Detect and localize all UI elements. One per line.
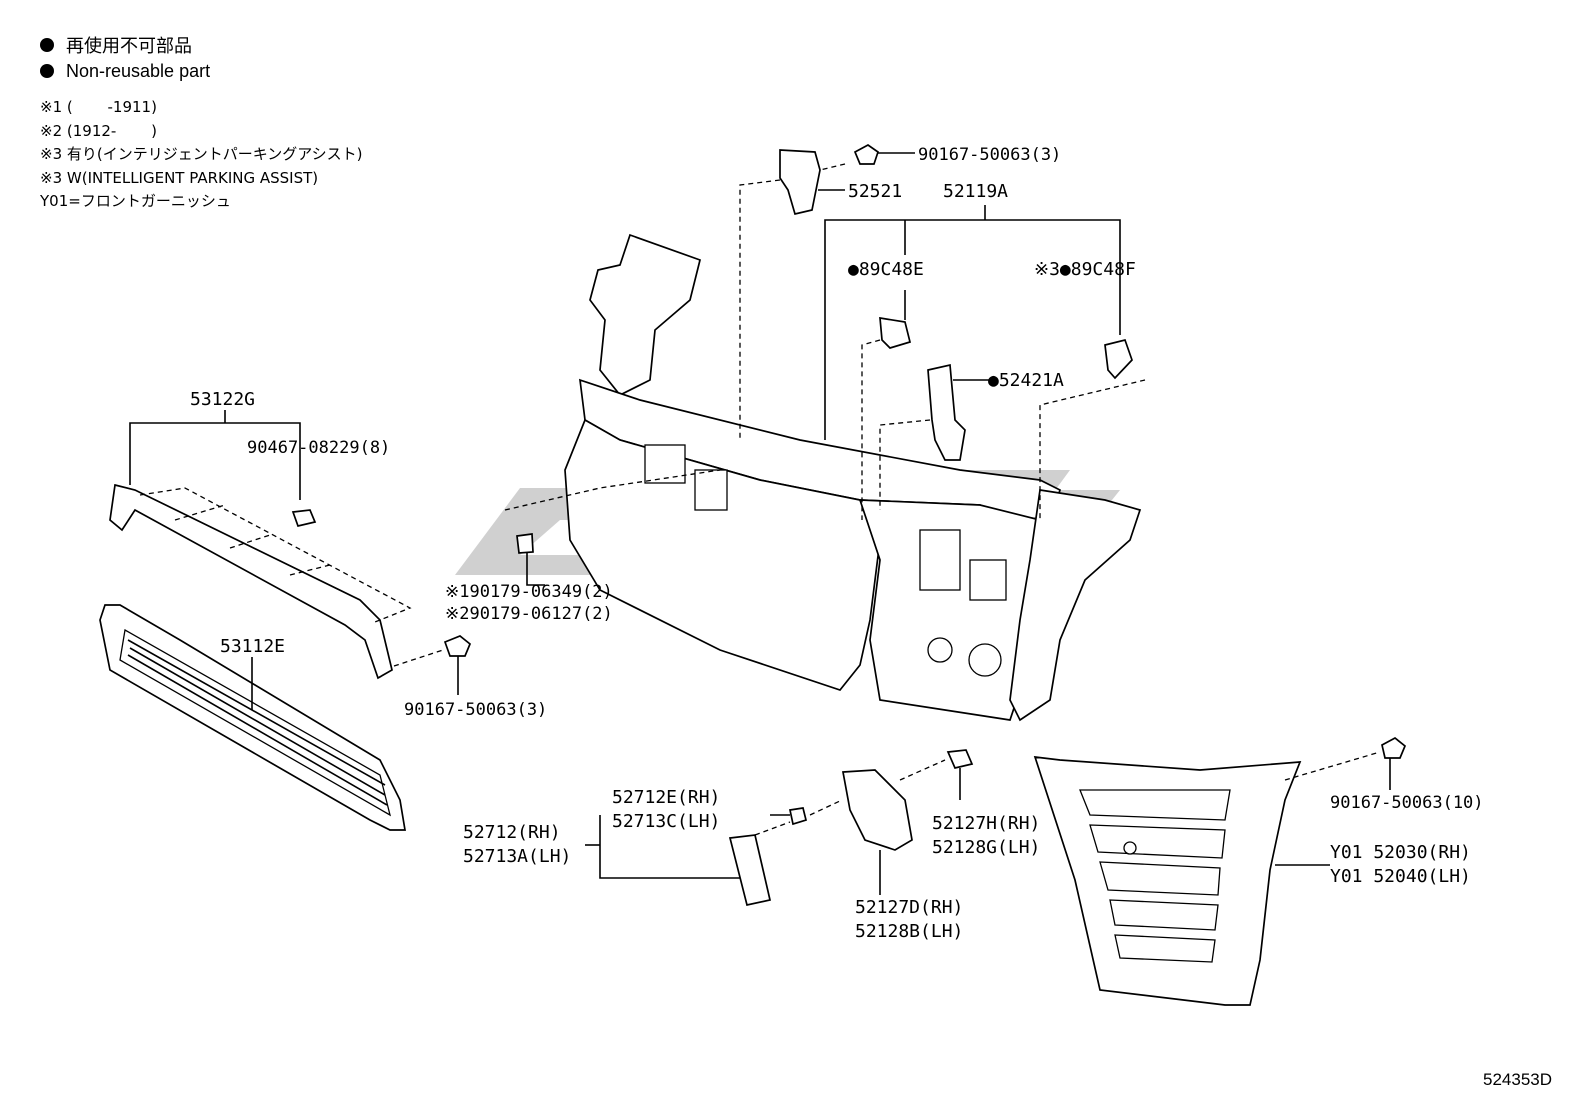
label-52030: Y01 52030(RH) <box>1330 842 1471 863</box>
label-90179-06127: ※290179-06127(2) <box>445 604 613 624</box>
legend: 再使用不可部品 Non-reusable part <box>40 32 210 84</box>
strip-52712 <box>728 834 772 907</box>
label-52040: Y01 52040(LH) <box>1330 866 1471 887</box>
label-52712: 52712(RH) <box>463 822 561 843</box>
clip-52127H-icon <box>946 749 974 769</box>
label-52119A: 52119A <box>943 181 1008 202</box>
part-52421A <box>927 363 966 461</box>
bolt-icon <box>1381 736 1407 759</box>
note-3: ※3 有り(インテリジェントパーキングアシスト) <box>40 145 363 163</box>
label-90179-06349: ※190179-06349(2) <box>445 582 613 602</box>
clip-52712E-icon <box>788 807 808 826</box>
label-53122G: 53122G <box>190 389 255 410</box>
bullet-icon <box>40 64 54 78</box>
lower-grille-53112E <box>99 604 407 831</box>
legend-item-en: Non-reusable part <box>40 58 210 84</box>
label-52713A: 52713A(LH) <box>463 846 571 867</box>
note-2: ※2 (1912- ) <box>40 121 157 140</box>
note-1: ※1 ( -1911) <box>40 98 157 116</box>
bracket-52127D <box>841 769 913 851</box>
bolt-icon <box>443 635 472 657</box>
clip-89C48E <box>879 316 912 349</box>
label-90167-50063-10: 90167-50063(10) <box>1330 793 1484 813</box>
nut-90179-icon <box>516 533 534 554</box>
bolt-icon <box>853 144 880 165</box>
note-5: Y01=フロントガーニッシュ <box>40 192 231 210</box>
notes: ※1 ( -1911) ※2 (1912- ) ※3 有り(インテリジェントパー… <box>40 96 363 214</box>
label-52128B: 52128B(LH) <box>855 921 963 942</box>
label-52421A: ●52421A <box>988 370 1064 391</box>
label-52128G: 52128G(LH) <box>932 837 1040 858</box>
upper-garnish-53122G <box>109 483 412 680</box>
bullet-icon <box>40 38 54 52</box>
clip-89C48F <box>1104 338 1133 380</box>
label-52127H: 52127H(RH) <box>932 813 1040 834</box>
side-garnish-Y01 <box>1033 755 1302 1006</box>
bumper-support-assembly <box>564 233 1142 722</box>
label-89C48E: ●89C48E <box>848 259 924 280</box>
legend-item-jp: 再使用不可部品 <box>40 32 210 58</box>
note-4: ※3 W(INTELLIGENT PARKING ASSIST) <box>40 168 319 187</box>
bracket-52521 <box>779 149 821 216</box>
label-90167-50063-3-left: 90167-50063(3) <box>404 700 547 720</box>
label-52127D: 52127D(RH) <box>855 897 963 918</box>
label-89C48F: ※3●89C48F <box>1034 259 1136 280</box>
label-90467-08229: 90467-08229(8) <box>247 438 390 458</box>
label-52521: 52521 <box>848 181 902 202</box>
diagram-id: 524353D <box>1483 1070 1552 1089</box>
label-53112E: 53112E <box>220 636 285 657</box>
label-52713C: 52713C(LH) <box>612 811 720 832</box>
label-52712E: 52712E(RH) <box>612 787 720 808</box>
clip-90467-icon <box>291 509 317 528</box>
legend-label: 再使用不可部品 <box>66 36 192 56</box>
legend-label: Non-reusable part <box>66 60 211 81</box>
label-90167-50063-3-top: 90167-50063(3) <box>918 145 1061 165</box>
